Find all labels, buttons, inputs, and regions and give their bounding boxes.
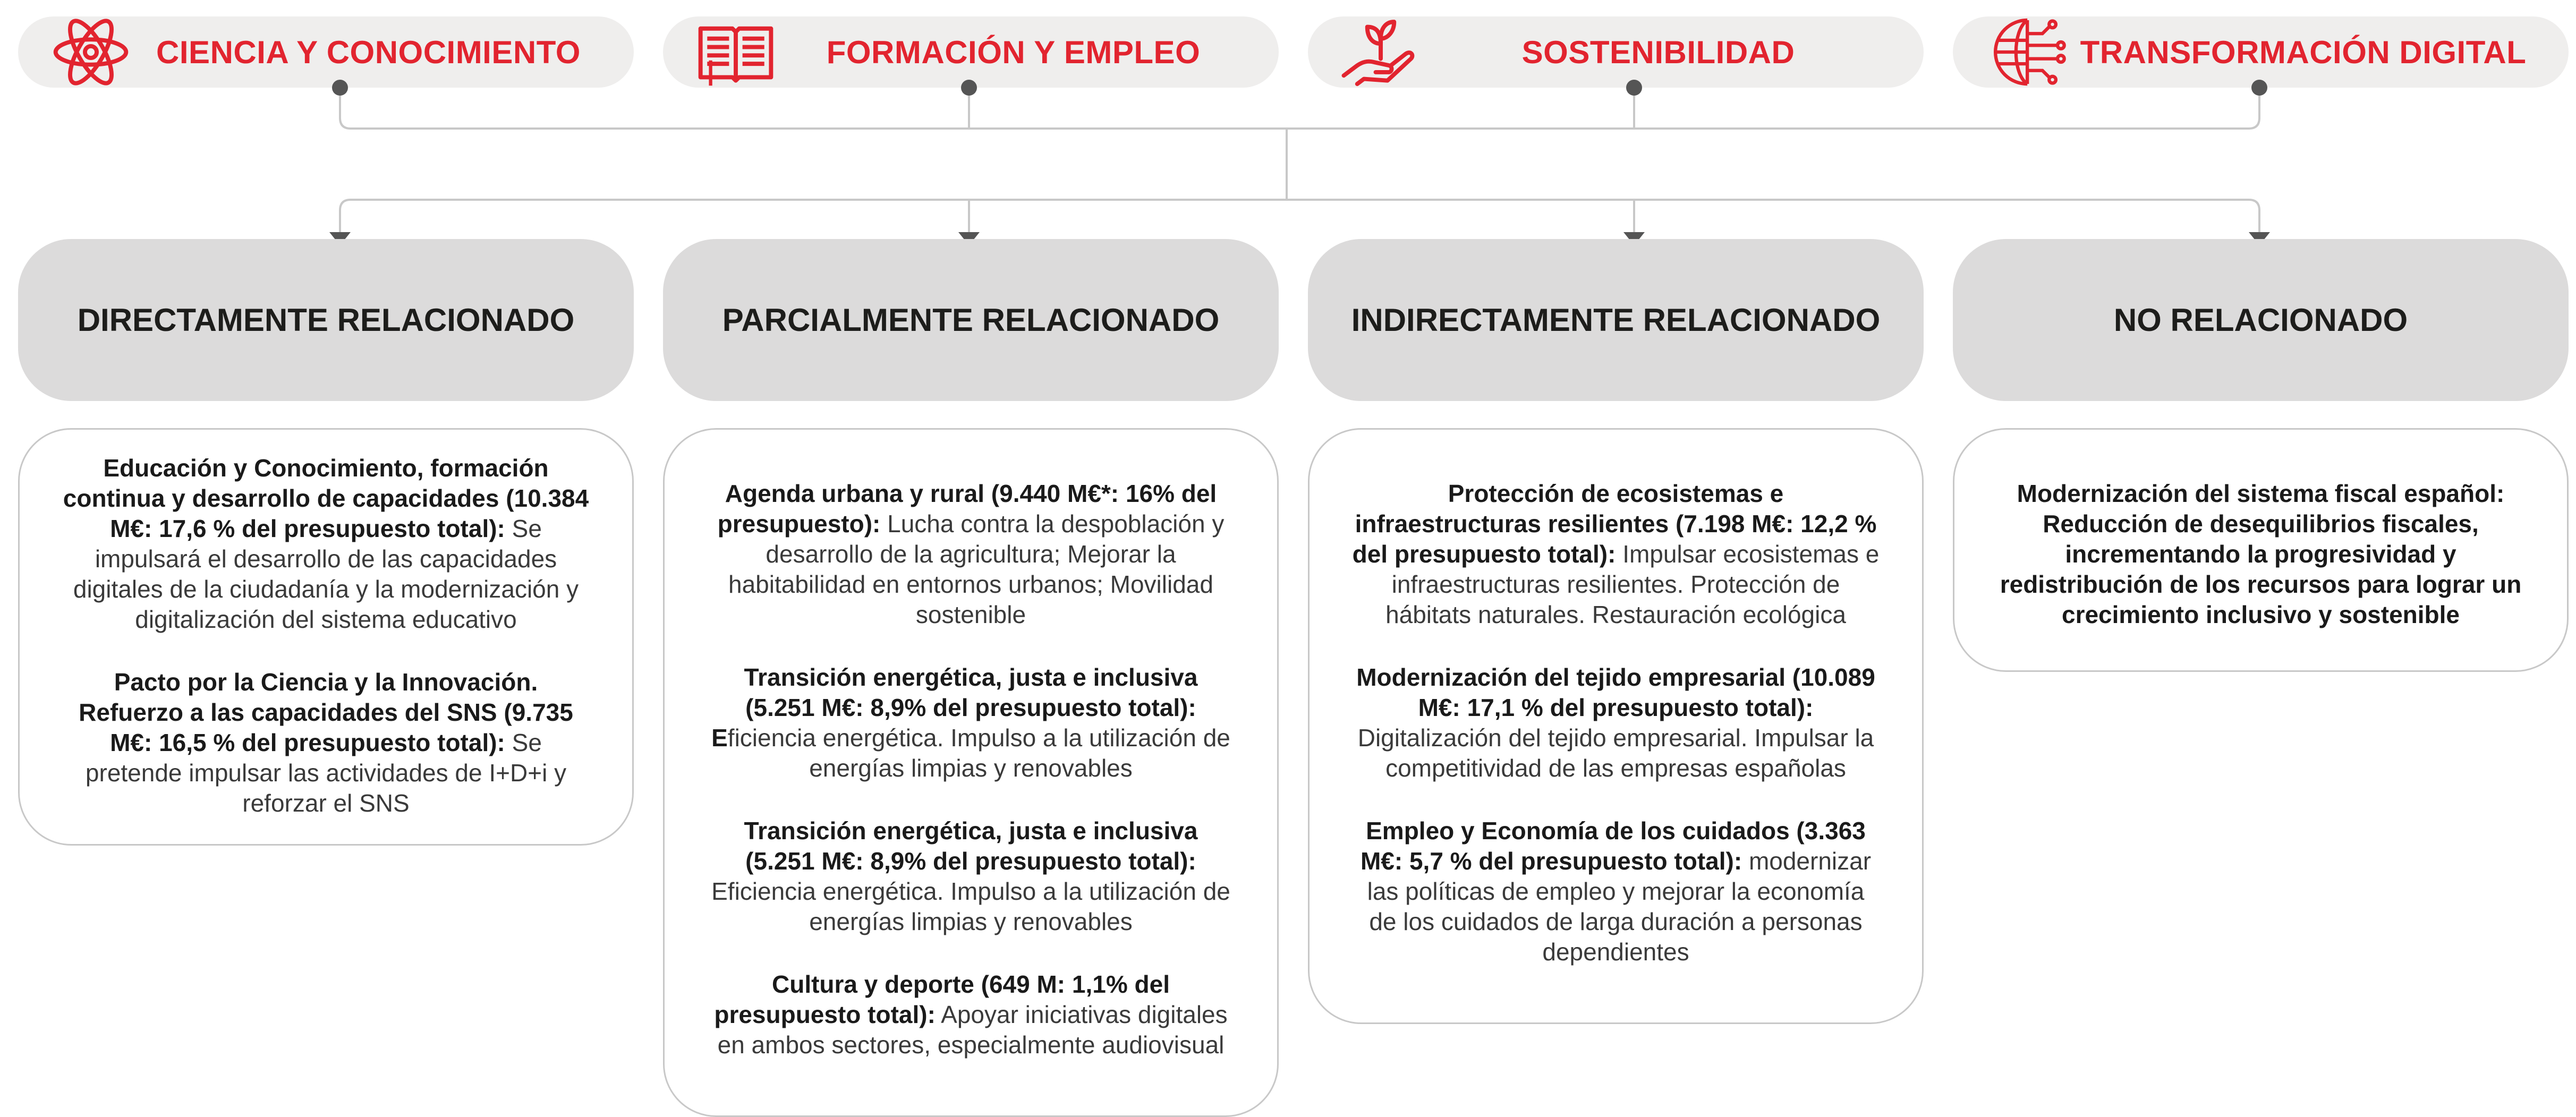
card-entry: Modernización del tejido empresarial (10… [1352,662,1880,783]
arrow-down-icon [1623,232,1645,245]
connector-dot [332,80,348,96]
category-card-directamente: Educación y Conocimiento, formación cont… [18,428,634,846]
pillar-label: TRANSFORMACIÓN DIGITAL [2080,34,2527,70]
entry-heading: Transición energética, justa e inclusiva… [744,817,1198,875]
entry-description: Digitalización del tejido empresarial. I… [1357,724,1874,782]
category-header-parcialmente: PARCIALMENTE RELACIONADO [663,239,1279,401]
card-entry: Agenda urbana y rural (9.440 M€*: 16% de… [707,479,1235,630]
connector-dot [2251,80,2267,96]
entry-heading: Protección de ecosistemas e infraestruct… [1352,480,1877,568]
pillar-ciencia: CIENCIA Y CONOCIMIENTO [18,16,634,88]
pillar-formacion: FORMACIÓN Y EMPLEO [663,16,1279,88]
card-entry: Cultura y deporte (649 M: 1,1% del presu… [707,969,1235,1060]
entry-description: Impulsar ecosistemas e infraestructuras … [1385,540,1880,628]
arrow-down-icon [329,232,351,245]
entry-description: Apoyar iniciativas digitales en ambos se… [717,1001,1228,1059]
card-entry: Empleo y Economía de los cuidados (3.363… [1352,816,1880,967]
entry-description: Se pretende impulsar las actividades de … [85,729,567,817]
card-entry: Transición energética, justa e inclusiva… [707,816,1235,937]
category-header-directamente: DIRECTAMENTE RELACIONADO [18,239,634,401]
connector-dot [961,80,977,96]
pillar-label: CIENCIA Y CONOCIMIENTO [156,34,581,70]
entry-description: ficiencia energética. Impulso a la utili… [727,724,1230,782]
hand-sprout-icon [1341,20,1415,86]
pillar-transformacion: TRANSFORMACIÓN DIGITAL [1953,16,2569,88]
category-card-indirectamente: Protección de ecosistemas e infraestruct… [1308,428,1924,1024]
pillar-label: SOSTENIBILIDAD [1521,34,1795,70]
arrow-down-icon [958,232,980,245]
pillar-label: FORMACIÓN Y EMPLEO [826,34,1201,70]
entry-description: Se impulsará el desarrollo de las capaci… [73,515,579,633]
atom-icon [53,19,129,86]
card-entry: Educación y Conocimiento, formación cont… [62,453,590,635]
category-card-parcialmente: Agenda urbana y rural (9.440 M€*: 16% de… [663,428,1279,1117]
connector-dot [1626,80,1642,96]
arrow-down-icon [2249,232,2270,245]
entry-heading: Cultura y deporte (649 M: 1,1% del presu… [714,970,1170,1028]
entry-heading: Pacto por la Ciencia y la Innovación. Re… [79,668,573,756]
entry-heading: Empleo y Economía de los cuidados (3.363… [1360,817,1866,875]
pillar-sostenibilidad: SOSTENIBILIDAD [1308,16,1924,88]
card-entry: Transición energética, justa e inclusiva… [707,662,1235,783]
card-entry: Protección de ecosistemas e infraestruct… [1352,479,1880,630]
entry-heading: Modernización del sistema fiscal español… [2000,480,2522,628]
entry-description: Lucha contra la despoblación y desarroll… [728,510,1225,628]
open-book-icon [698,26,773,86]
entry-heading: Educación y Conocimiento, formación cont… [63,454,589,542]
entry-heading: Modernización del tejido empresarial (10… [1356,663,1875,721]
digital-globe-icon [1993,18,2066,86]
entry-heading: Transición energética, justa e inclusiva… [711,663,1198,752]
category-header-no-relacionado: NO RELACIONADO [1953,239,2569,401]
category-header-indirectamente: INDIRECTAMENTE RELACIONADO [1308,239,1924,401]
entry-heading: Agenda urbana y rural (9.440 M€*: 16% de… [717,480,1217,538]
entry-description: Eficiencia energética. Impulso a la util… [711,877,1230,935]
entry-description: modernizar las políticas de empleo y mej… [1367,847,1872,966]
category-card-no-relacionado: Modernización del sistema fiscal español… [1953,428,2569,672]
card-entry: Modernización del sistema fiscal español… [1997,479,2524,630]
card-entry: Pacto por la Ciencia y la Innovación. Re… [62,667,590,818]
